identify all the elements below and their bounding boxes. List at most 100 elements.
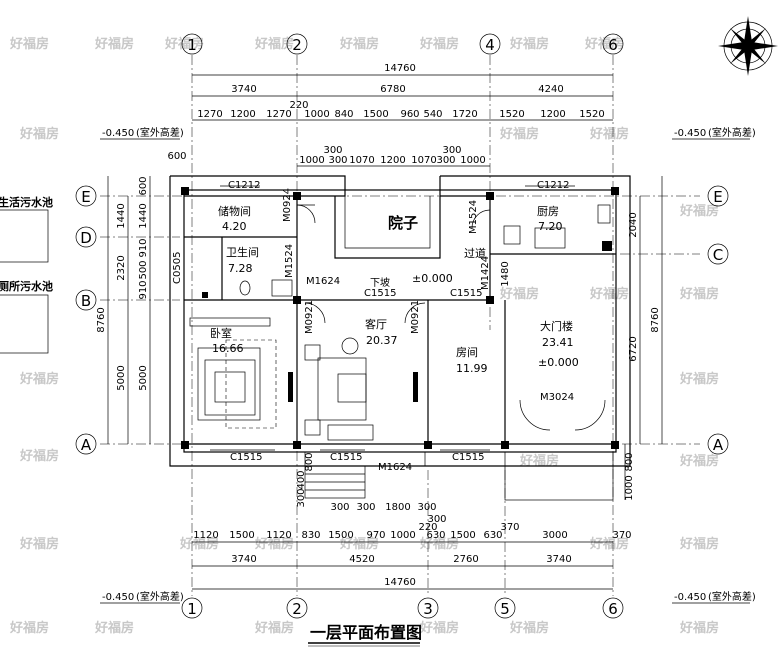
svg-text:3: 3 [423,600,433,618]
svg-text:800: 800 [304,452,315,471]
svg-text:370: 370 [612,530,631,541]
svg-text:1440: 1440 [116,203,127,228]
svg-text:20.37: 20.37 [366,334,398,347]
svg-text:2: 2 [292,600,302,618]
svg-text:1500: 1500 [363,109,388,120]
svg-text:房间: 房间 [456,346,478,359]
svg-text:M1424: M1424 [480,256,491,290]
axis-labels-right: E C A [707,185,729,455]
svg-text:3000: 3000 [542,530,567,541]
svg-text:好福房: 好福房 [179,536,219,552]
svg-text:3740: 3740 [231,554,256,565]
svg-text:910: 910 [138,280,149,299]
svg-text:1200: 1200 [540,109,565,120]
svg-text:600: 600 [138,176,149,195]
svg-text:M1524: M1524 [468,200,479,234]
svg-text:好福房: 好福房 [679,453,719,469]
svg-text:厕所污水池: 厕所污水池 [0,279,53,293]
svg-text:910: 910 [138,238,149,257]
svg-text:卫生间: 卫生间 [226,245,259,259]
svg-text:C1212: C1212 [537,180,569,191]
svg-text:220: 220 [289,100,308,111]
svg-text:好福房: 好福房 [679,536,719,552]
svg-text:好福房: 好福房 [679,203,719,219]
watermark-layer: 好福房 好福房 好福房 好福房 好福房 好福房 好福房 好福房 好福房 好福房 … [9,36,719,636]
svg-text:好福房: 好福房 [679,286,719,302]
svg-text:300: 300 [330,502,349,513]
svg-text:11.99: 11.99 [456,362,488,375]
axis-labels-left: E D B A [75,185,97,455]
svg-text:好福房: 好福房 [499,286,539,302]
svg-text:4.20: 4.20 [222,220,247,233]
axis-labels-top: 1 2 4 6 [181,33,624,55]
dimensions-left: 8760 1440 2320 5000 600 1440 910 500 910… [96,176,151,444]
svg-text:5: 5 [500,600,510,618]
svg-text:好福房: 好福房 [164,36,204,52]
svg-text:大门楼: 大门楼 [540,319,573,333]
svg-text:5000: 5000 [116,365,127,390]
svg-text:1120: 1120 [193,530,218,541]
svg-text:1800: 1800 [385,502,410,513]
svg-text:客厅: 客厅 [365,317,387,331]
svg-text:好福房: 好福房 [679,620,719,636]
svg-text:6720: 6720 [628,336,639,361]
svg-text:-0.450: -0.450 [102,128,134,139]
opening-labels: C1212 C1212 M0924 M1524 C0505 M1524 M162… [172,180,574,473]
svg-text:好福房: 好福房 [589,286,629,302]
svg-text:(室外高差): (室外高差) [708,590,756,603]
svg-text:A: A [713,436,724,454]
svg-text:8760: 8760 [96,307,107,332]
svg-text:630: 630 [426,530,445,541]
svg-text:2: 2 [292,36,302,54]
svg-text:370: 370 [500,522,519,533]
dimensions-bottom: 1120 1500 1120 830 1500 970 1000 630 150… [192,522,632,590]
svg-text:1440: 1440 [138,203,149,228]
front-steps [304,451,614,501]
svg-text:好福房: 好福房 [254,536,294,552]
door-swings [296,204,606,431]
svg-text:好福房: 好福房 [254,620,294,636]
svg-text:1720: 1720 [452,109,477,120]
svg-text:2040: 2040 [628,212,639,237]
svg-text:好福房: 好福房 [419,536,459,552]
svg-text:14760: 14760 [384,577,416,588]
svg-text:好福房: 好福房 [509,620,549,636]
svg-text:4: 4 [485,36,495,54]
svg-text:好福房: 好福房 [19,126,59,142]
svg-text:E: E [81,188,90,206]
room-labels: 院子 储物间 4.20 卫生间 7.28 厨房 7.20 卧室 16.66 客厅… [210,204,579,375]
svg-text:540: 540 [423,109,442,120]
svg-text:600: 600 [167,151,186,162]
svg-text:好福房: 好福房 [9,36,49,52]
svg-text:卧室: 卧室 [210,326,232,340]
svg-text:6780: 6780 [380,84,405,95]
svg-text:1520: 1520 [579,109,604,120]
svg-text:C1515: C1515 [330,452,362,463]
svg-text:300: 300 [442,145,461,156]
septic-tanks: 生活污水池 厕所污水池 [0,195,53,354]
svg-text:好福房: 好福房 [19,448,59,464]
svg-text:1500: 1500 [450,530,475,541]
svg-text:1070: 1070 [411,155,436,166]
svg-text:±0.000: ±0.000 [538,356,579,369]
svg-text:1: 1 [187,36,197,54]
svg-text:C1212: C1212 [228,180,260,191]
svg-text:8760: 8760 [650,307,661,332]
svg-text:C1515: C1515 [364,288,396,299]
svg-text:1000: 1000 [460,155,485,166]
svg-text:7.20: 7.20 [538,220,563,233]
svg-text:好福房: 好福房 [94,620,134,636]
svg-text:储物间: 储物间 [218,204,251,218]
stair-dimensions: 300 1800 300 300 300 300 400 800 [296,452,447,525]
svg-text:2760: 2760 [453,554,478,565]
svg-text:500: 500 [138,260,149,279]
svg-text:E: E [713,188,722,206]
dimensions-top: 14760 3740 6780 4240 220 1270 1200 1270 … [167,63,613,167]
furniture [189,204,611,441]
svg-text:1000: 1000 [304,109,329,120]
svg-text:1480: 1480 [500,261,511,286]
svg-text:好福房: 好福房 [589,126,629,142]
svg-text:±0.000: ±0.000 [412,272,453,285]
svg-text:M3024: M3024 [540,392,574,403]
svg-text:5000: 5000 [138,365,149,390]
